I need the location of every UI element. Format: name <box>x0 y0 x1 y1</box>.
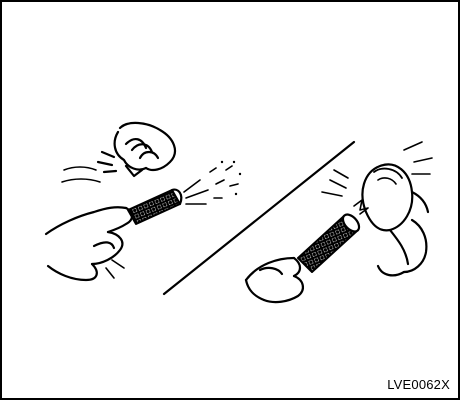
water-spray <box>184 161 241 204</box>
washer-nozzle-mesh <box>128 190 181 224</box>
figure-code-label: LVE0062X <box>387 377 450 392</box>
divider-line <box>164 142 354 294</box>
filter-mesh <box>298 212 362 272</box>
right-scene <box>246 142 432 302</box>
